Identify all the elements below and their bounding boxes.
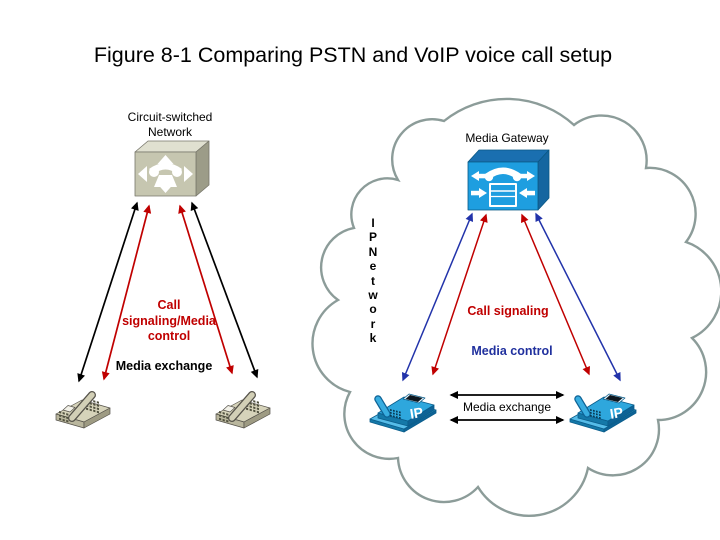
slide-title: Figure 8-1 Comparing PSTN and VoIP voice…	[93, 43, 613, 67]
voip-media-exchange-label: Media exchange	[462, 400, 552, 414]
ip-network-letter: e	[369, 259, 377, 274]
pstn-call-signaling-arrows	[101, 204, 234, 381]
ip-network-letter: o	[369, 302, 377, 317]
ip-network-letter: t	[371, 273, 375, 288]
media-gateway-icon	[467, 149, 550, 211]
ip-phone-label: IP	[409, 404, 425, 422]
ip-network-letter: w	[368, 288, 378, 303]
handset-glyph	[484, 167, 522, 182]
ip-network-label: I P N e t w o r k	[365, 216, 381, 346]
analog-phone-icon-right	[215, 391, 271, 429]
pbx-switch-icon	[134, 140, 210, 197]
voip-call-signaling-label: Call signaling	[467, 304, 549, 318]
ip-phone-icon-right: IP	[569, 393, 637, 433]
pstn-signaling-line2: signaling/Media	[122, 313, 216, 328]
gateway-arrow-glyphs	[471, 171, 535, 198]
circuit-label-line2: Network	[147, 125, 192, 139]
ip-phone-label: IP	[609, 404, 625, 422]
handset-glyph	[149, 163, 182, 187]
ip-network-letter: r	[370, 316, 376, 331]
media-gateway-label: Media Gateway	[465, 131, 549, 145]
pstn-media-exchange-arrows	[77, 201, 259, 383]
circuit-label-line1: Circuit-switched	[127, 110, 213, 124]
pstn-call-signaling-label: Call signaling/Media control	[99, 298, 239, 345]
voip-media-exchange-arrows	[449, 391, 565, 424]
circuit-switched-network-label: Circuit-switched Network	[105, 110, 235, 140]
voip-call-signaling-arrows	[431, 213, 590, 376]
ip-network-letter: I	[371, 216, 375, 230]
ip-network-letter: P	[368, 230, 377, 245]
analog-phone-icon-left	[55, 391, 111, 429]
voip-media-control-label: Media control	[471, 344, 553, 358]
ip-phone-icon-left: IP	[369, 393, 437, 433]
pstn-signaling-line3: control	[147, 329, 191, 343]
pstn-media-exchange-label: Media exchange	[115, 359, 213, 373]
ip-network-letter: k	[369, 331, 377, 346]
ip-network-letter: N	[368, 244, 378, 259]
pstn-signaling-line1: Call	[157, 298, 181, 312]
